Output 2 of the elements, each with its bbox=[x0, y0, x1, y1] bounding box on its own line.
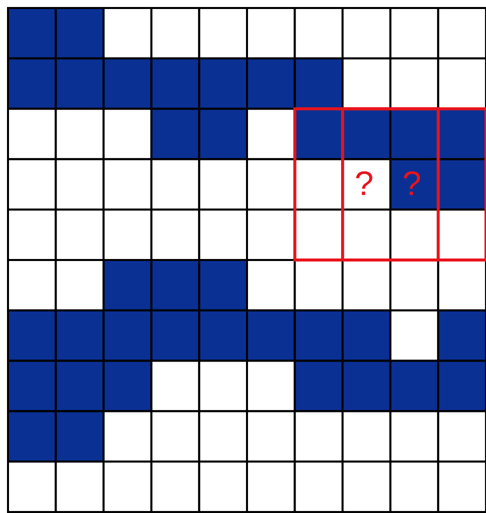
question-mark: ? bbox=[402, 167, 422, 202]
question-mark: ? bbox=[354, 167, 374, 202]
